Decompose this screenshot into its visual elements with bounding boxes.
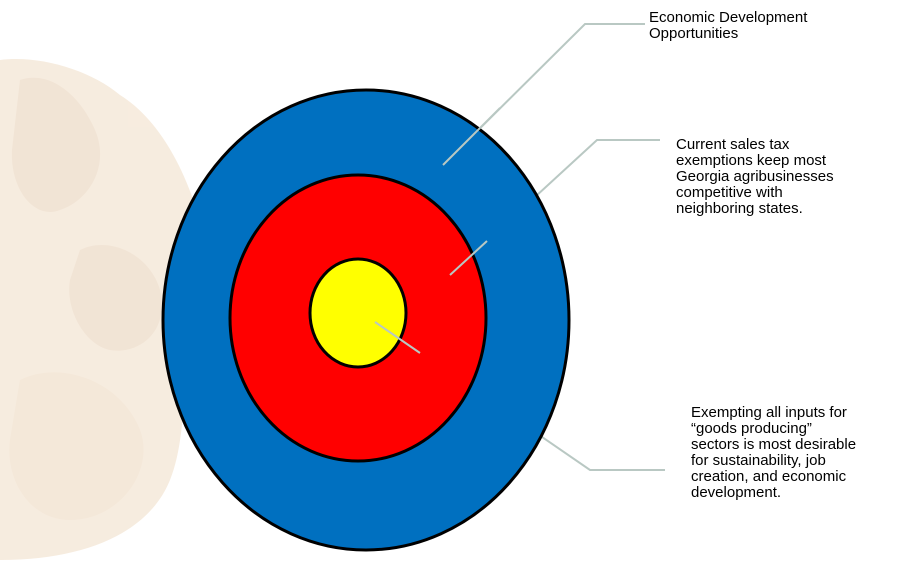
leader-line-center-tip xyxy=(374,321,421,354)
background-food-shape xyxy=(69,244,162,351)
outer-ring-annotation: Economic Development Opportunities xyxy=(649,9,808,42)
background-food-image xyxy=(0,59,200,560)
center-circle xyxy=(308,257,408,369)
background-food-shape xyxy=(11,77,101,212)
background-food-shape xyxy=(9,372,144,520)
leader-line-outer-tip xyxy=(442,107,501,166)
middle-ring-annotation: Current sales tax exemptions keep most G… xyxy=(676,136,834,217)
leader-lines-overlay xyxy=(374,107,501,354)
leader-line-middle-tip xyxy=(449,240,488,276)
center-annotation: Exempting all inputs for “goods producin… xyxy=(691,404,857,501)
background-food-shape xyxy=(0,59,200,560)
